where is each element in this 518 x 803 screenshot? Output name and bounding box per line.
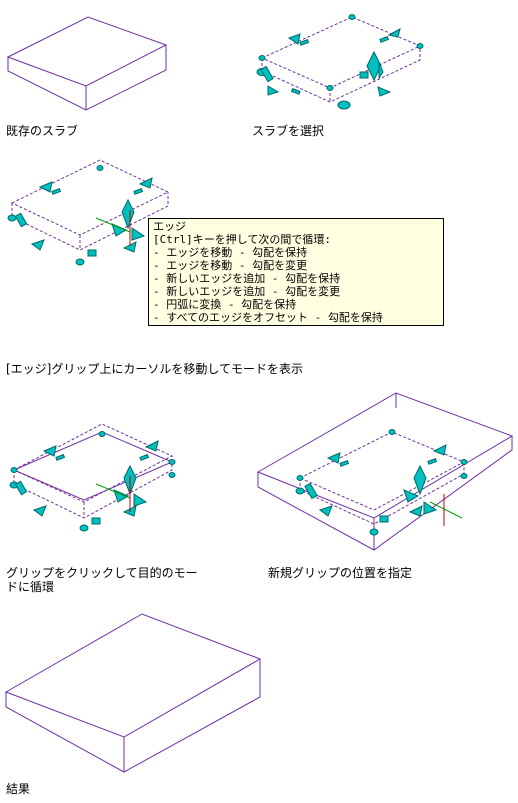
- selected-slab-figure: [256, 14, 424, 110]
- result-slab-figure: [4, 613, 262, 773]
- tooltip-option: - 新しいエッジを追加 - 勾配を変更: [153, 285, 341, 298]
- new-grip-location-figure: [256, 392, 514, 551]
- tooltip-option: - 円弧に変換 - 勾配を保持: [153, 298, 297, 311]
- caption-cycle-mode-line2: ドに循環: [6, 580, 55, 594]
- cycle-mode-figure: [9, 423, 176, 532]
- existing-slab-figure: [6, 16, 168, 111]
- tooltip-option: - 新しいエッジを追加 - 勾配を保持: [153, 272, 341, 285]
- tooltip-option: - エッジを移動 - 勾配を保持: [153, 246, 308, 259]
- caption-select-slab: スラブを選択: [252, 124, 325, 138]
- caption-existing-slab: 既存のスラブ: [6, 124, 79, 138]
- grip-markers: [256, 14, 424, 110]
- caption-cycle-mode-line1: グリップをクリックして目的のモー: [6, 566, 198, 580]
- hover-edge-figure: [7, 159, 170, 266]
- tooltip-title: エッジ: [153, 220, 186, 233]
- tooltip-option: - すべてのエッジをオフセット - 勾配を保持: [153, 311, 383, 324]
- caption-specify-location: 新規グリップの位置を指定: [268, 566, 413, 580]
- caption-hover-edge: [エッジ]グリップ上にカーソルを移動してモードを表示: [6, 362, 304, 376]
- tooltip-option: - エッジを移動 - 勾配を変更: [153, 259, 308, 272]
- edge-grip-tooltip: エッジ [Ctrl]キーを押して次の間で循環: - エッジを移動 - 勾配を保持…: [148, 218, 444, 326]
- tooltip-instruction: [Ctrl]キーを押して次の間で循環:: [153, 233, 332, 246]
- caption-result: 結果: [6, 782, 31, 796]
